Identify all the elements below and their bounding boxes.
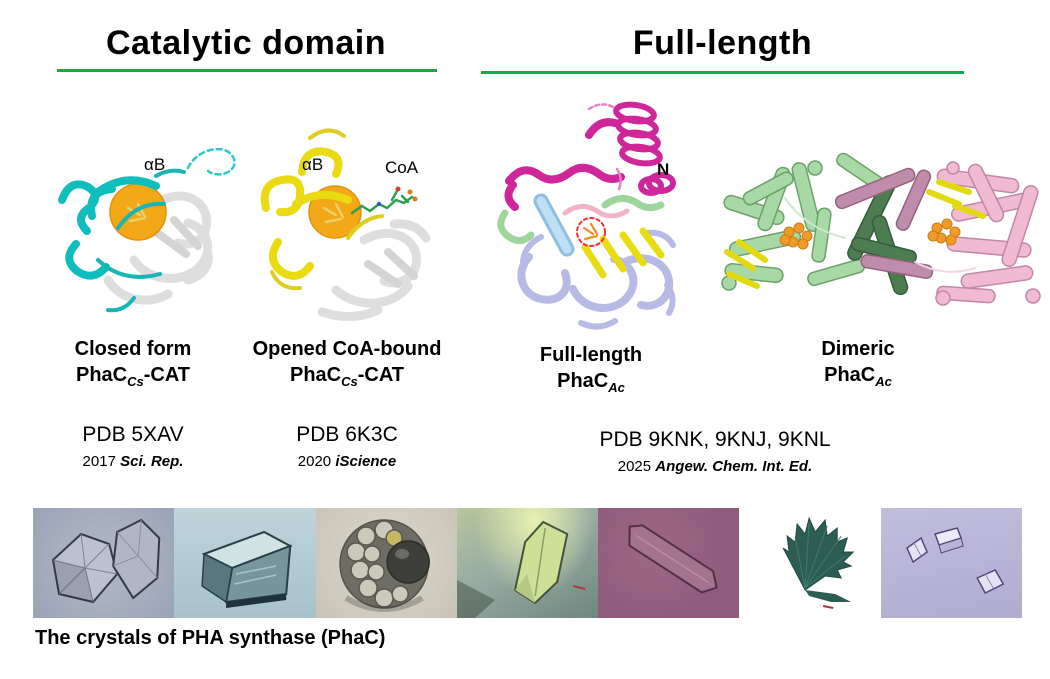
pink-monomer-beta-sheet — [926, 179, 986, 219]
pdb-entry-6k3c: PDB 6K3C 2020 iScience — [228, 423, 466, 470]
structure-caption-opened-coa-bound: Opened CoA-bound PhaCCs-CAT — [228, 336, 466, 388]
crystal-strip-caption: The crystals of PHA synthase (PhaC) — [35, 627, 386, 649]
white-beta-sheet — [364, 248, 418, 288]
caption-line1: Dimeric — [821, 338, 895, 360]
crystal-photo-2 — [174, 508, 316, 618]
coa-oxygen-atom — [395, 186, 401, 192]
coa-ligand — [350, 189, 414, 215]
yellow-helices — [260, 147, 352, 280]
coa-nitrogen-atom — [376, 201, 382, 207]
green-underline-right — [481, 71, 964, 74]
caption-suffix: -CAT — [143, 364, 191, 386]
publication-year: 2017 — [82, 453, 116, 470]
crystal-photo-3 — [315, 508, 457, 618]
journal-name: Angew. Chem. Int. Ed. — [655, 458, 813, 475]
pdb-entry-5xav: PDB 5XAV 2017 Sci. Rep. — [28, 423, 238, 470]
substrate-pocket-highlight — [109, 183, 167, 241]
scale-mark — [572, 585, 586, 590]
yellow-beta-strands — [581, 227, 665, 279]
crystal-photo-4 — [456, 508, 599, 618]
active-site-residues — [582, 222, 599, 241]
caption-line1: Closed form — [74, 338, 192, 360]
dark-sphere — [385, 540, 430, 584]
structure-full-length-phac-monomer: N — [477, 85, 715, 333]
scale-mark — [823, 605, 834, 609]
structure-dimeric-phac — [715, 148, 1050, 333]
disordered-loop-dashed — [587, 103, 615, 111]
caption-protein: PhaC — [289, 364, 342, 386]
pink-helix — [562, 204, 630, 219]
pdb-code: PDB 9KNK, 9KNJ, 9KNL — [599, 428, 831, 451]
alphaB-annotation: αB — [144, 155, 165, 174]
green-monomer-beta-sheet — [724, 239, 768, 289]
green-underline-left — [57, 69, 437, 72]
caption-line1: Full-length — [539, 344, 643, 366]
crystal-photo-1 — [33, 508, 175, 618]
caption-line1: Opened CoA-bound — [252, 338, 442, 360]
cyan-helices — [58, 176, 160, 280]
blue-tube — [536, 196, 572, 254]
publication-year: 2025 — [617, 458, 652, 475]
structure-caption-dimeric: Dimeric PhaCAc — [758, 336, 958, 388]
caption-protein: PhaC — [557, 370, 609, 392]
pink-loop — [615, 167, 622, 191]
journal-name: Sci. Rep. — [120, 453, 184, 470]
crystal-photo-strip — [33, 508, 1022, 618]
caption-organism-subscript: Ac — [608, 380, 625, 395]
structure-opened-coa-bound-phac-cat: αB CoA — [252, 112, 470, 332]
pdb-code: PDB 6K3C — [296, 423, 398, 446]
green-helices — [497, 195, 665, 244]
ligand-spheres-right — [927, 218, 961, 246]
structure-caption-closed-form: Closed form PhaCCs-CAT — [28, 336, 238, 388]
cyan-loops — [96, 168, 186, 313]
section-title-full-length: Full-length — [632, 24, 813, 62]
pocket-residues — [322, 202, 345, 224]
structure-closed-form-phac-cat: αB — [38, 120, 250, 332]
white-beta-sheet — [152, 216, 202, 258]
fan-crystal-cluster — [783, 516, 855, 591]
active-site-circle — [576, 217, 606, 247]
caption-suffix: -CAT — [357, 364, 405, 386]
caption-organism-subscript: Cs — [127, 374, 144, 389]
ligand-spheres-left — [779, 222, 813, 250]
crystal-photo-7 — [880, 508, 1022, 618]
pink-monomer-helices — [935, 161, 1041, 306]
section-title-catalytic-domain: Catalytic domain — [105, 24, 387, 62]
coa-phosphate-atom — [412, 196, 418, 202]
journal-name: iScience — [335, 453, 397, 470]
small-crystal — [905, 536, 928, 564]
coa-annotation: CoA — [385, 158, 419, 177]
yellow-loops — [270, 128, 384, 291]
caption-organism-subscript: Ac — [875, 374, 892, 389]
hexagonal-crystal — [112, 518, 161, 600]
crystal-photo-5 — [598, 508, 740, 618]
mauve-dimer-helices — [834, 167, 934, 279]
caption-protein: PhaC — [75, 364, 128, 386]
lavender-loops — [520, 229, 676, 330]
magenta-n-terminal-helices — [613, 101, 676, 196]
publication-year: 2020 — [297, 453, 332, 470]
small-crystal — [975, 569, 1004, 594]
pdb-entry-9knk-9knj-9knl: PDB 9KNK, 9KNJ, 9KNL 2025 Angew. Chem. I… — [555, 428, 875, 475]
caption-organism-subscript: Cs — [341, 374, 358, 389]
alphaB-annotation: αB — [302, 155, 323, 174]
coa-phosphate-atom — [407, 189, 413, 195]
n-terminus-annotation: N — [657, 160, 669, 179]
crystal-blade — [805, 590, 852, 602]
magenta-helices — [504, 118, 625, 211]
disordered-loop-dashed — [186, 147, 236, 176]
pdb-code: PDB 5XAV — [82, 423, 184, 446]
crystal-photo-6 — [739, 508, 880, 618]
structure-caption-full-length: Full-length PhaCAc — [491, 342, 691, 394]
connecting-loops — [784, 197, 976, 273]
caption-protein: PhaC — [824, 364, 876, 386]
